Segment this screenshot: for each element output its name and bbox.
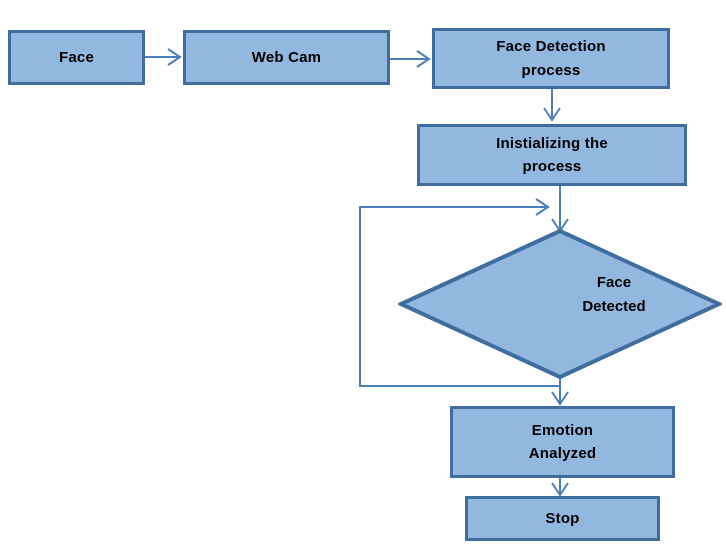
node-face-label: Face	[59, 48, 94, 66]
node-face-detection-process[interactable]: Face Detection process	[432, 28, 670, 89]
node-stop-label: Stop	[545, 509, 580, 527]
node-emotion-analyzed[interactable]: Emotion Analyzed	[450, 406, 675, 478]
edge-emotionanalyzed-to-stop	[551, 478, 569, 497]
node-initializing-process-label: Inistializing the process	[496, 134, 608, 175]
edge-webcam-to-facedetection	[390, 50, 431, 68]
node-web-cam-label: Web Cam	[251, 48, 322, 66]
node-stop[interactable]: Stop	[465, 496, 660, 541]
node-emotion-analyzed-label: Emotion Analyzed	[528, 421, 597, 462]
decision-diamond-shape	[398, 228, 722, 380]
node-face[interactable]: Face	[8, 30, 145, 85]
edge-face-to-webcam	[145, 48, 182, 66]
node-web-cam[interactable]: Web Cam	[183, 30, 390, 85]
edge-facedetected-feedback-loop	[359, 198, 560, 387]
edge-initializing-to-facedetected	[551, 186, 569, 233]
node-face-detection-process-label: Face Detection process	[496, 38, 606, 79]
node-initializing-process[interactable]: Inistializing the process	[417, 124, 687, 186]
node-face-detected[interactable]: Face Detected	[398, 228, 722, 380]
edge-facedetection-to-initializing	[543, 89, 561, 122]
edge-facedetected-to-emotionanalyzed	[551, 378, 569, 406]
